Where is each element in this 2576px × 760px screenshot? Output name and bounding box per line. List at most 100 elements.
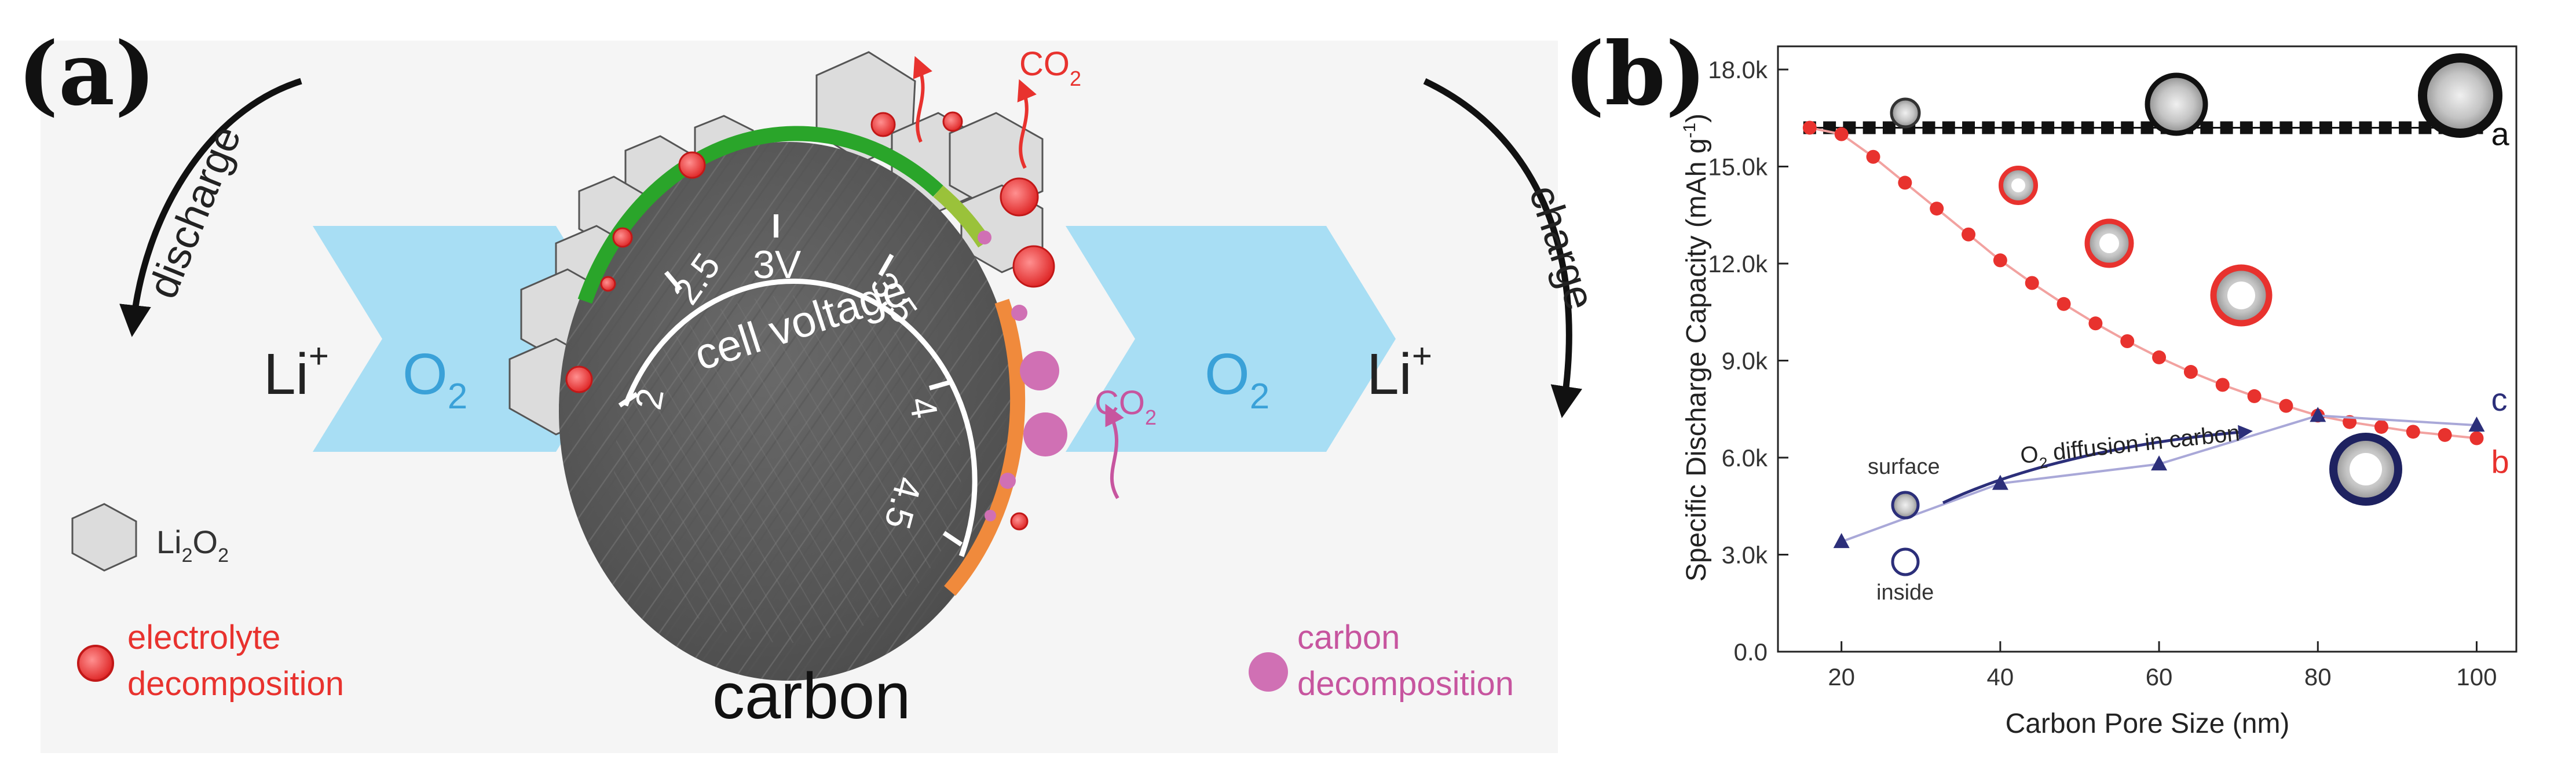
series-a-label: a <box>2491 116 2509 152</box>
electrolyte-dot <box>600 276 616 292</box>
pore-icon <box>1890 97 1921 129</box>
co2-wave-top-1 <box>913 56 932 143</box>
plot-frame <box>1777 45 2518 653</box>
carbon-dot <box>978 231 991 244</box>
electrolyte-dot <box>678 151 706 179</box>
series-b-point <box>2215 378 2230 392</box>
li-right-label: Li+ <box>1367 337 1432 407</box>
surface-label: surface <box>1868 455 1940 479</box>
series-c-point <box>2310 407 2326 422</box>
voltage-dial-ticks <box>618 214 963 547</box>
pore-icon-inner <box>2350 453 2382 485</box>
series-a-point <box>1863 121 1876 134</box>
series-a-point <box>2319 121 2332 134</box>
series-a-point <box>2299 121 2312 134</box>
x-tick-label: 40 <box>1987 663 2014 690</box>
pore-icons-a <box>1890 53 2502 138</box>
surface-icon <box>1891 491 1920 520</box>
series-a-point <box>1882 121 1896 134</box>
electrolyte-dot <box>1010 512 1029 531</box>
series-a-point <box>2001 121 2015 134</box>
series-b-point <box>2247 389 2262 403</box>
series-a-point <box>2081 121 2094 134</box>
right-arrow-band <box>1066 226 1396 452</box>
y-axis-ticks: 0.0 3.0k 6.0k 9.0k 12.0k 15.0k 18.0k <box>1708 56 1788 666</box>
electrolyte-dot <box>1012 245 1055 288</box>
series-a-point <box>2021 121 2035 134</box>
co2-mid-label: CO2 <box>1095 384 1157 429</box>
series-a-point <box>2101 121 2114 134</box>
x-tick-label: 60 <box>2146 663 2173 690</box>
y-tick-label: 18.0k <box>1708 56 1768 83</box>
o2-left-label: O2 <box>402 342 467 416</box>
electrolyte-dot <box>870 112 896 137</box>
series-b-point <box>2469 431 2484 445</box>
series-b-point <box>2438 427 2452 442</box>
y-axis-title: Specific Discharge Capacity (mAh g-1) <box>1680 114 1712 582</box>
series-c-point <box>1833 533 1850 549</box>
series-a-point <box>1982 121 1995 134</box>
y-tick-label: 9.0k <box>1722 348 1768 375</box>
series-a-point <box>2041 121 2055 134</box>
electrolyte-dot <box>1000 177 1039 217</box>
series-b-label: b <box>2491 444 2509 480</box>
series-a-point <box>2379 121 2392 134</box>
x-axis-title: Carbon Pore Size (nm) <box>2006 708 2290 739</box>
carbon-texture-2 <box>614 295 961 643</box>
diffusion-label: O2 diffusion in carbon <box>2019 420 2241 473</box>
y-tick-label: 12.0k <box>1708 250 1768 277</box>
li-left-label: Li+ <box>264 337 329 407</box>
legend-li2o2: Li2O2 <box>156 524 229 567</box>
discharge-arrow <box>119 78 302 337</box>
series-c-point <box>2151 455 2168 471</box>
series-b-point <box>2057 297 2071 311</box>
series-b-point <box>1834 127 1849 141</box>
series-a-point <box>2339 121 2352 134</box>
series-b-point <box>1962 227 1976 242</box>
x-tick-label: 100 <box>2456 663 2497 690</box>
electrolyte-dot <box>942 111 963 132</box>
series-a-point <box>2260 121 2273 134</box>
series-a-point <box>2359 121 2372 134</box>
series-a-point <box>2200 121 2213 134</box>
o2-right-label: O2 <box>1205 342 1269 416</box>
carbon-decomp-dots <box>978 231 1067 521</box>
series-a-point <box>2140 121 2154 134</box>
y-tick-label: 3.0k <box>1722 542 1768 569</box>
carbon-dot <box>985 510 996 521</box>
series-b-line <box>1809 126 2477 440</box>
pore-icon <box>2418 53 2502 138</box>
y-tick-label: 15.0k <box>1708 154 1768 181</box>
co2-wave-mid <box>1105 404 1124 499</box>
series-a-point <box>1922 121 1935 134</box>
pore-icons-b <box>1999 166 2273 327</box>
pore-icon-inner <box>2011 178 2025 192</box>
co2-top-label: CO2 <box>1019 45 1081 90</box>
series-b-point <box>2279 399 2293 413</box>
pore-icon <box>2145 72 2208 136</box>
series-a-point <box>1942 121 1955 134</box>
carbon-dot <box>1000 473 1016 489</box>
panel-a: (a) Li+ Li+ O2 O2 discharge charge <box>17 23 1604 753</box>
series-b-point <box>2088 316 2103 331</box>
y-tick-label: 6.0k <box>1722 444 1768 472</box>
panel-a-tag: (a) <box>17 23 156 125</box>
series-c-point <box>1992 474 2008 490</box>
y-tick-label: 0.0 <box>1734 638 1768 666</box>
dial-tick-3v: 3V <box>753 243 802 287</box>
charge-arrow <box>1423 78 1583 418</box>
series-b-point <box>2025 276 2039 290</box>
carbon-label: carbon <box>712 660 910 732</box>
legend-electrolyte-line1: electrolyte <box>127 619 280 656</box>
legend-electrolyte-line2: decomposition <box>127 665 344 703</box>
series-a-point <box>2220 121 2233 134</box>
carbon-dot <box>1020 351 1059 390</box>
legend-carbon-line1: carbon <box>1297 619 1400 656</box>
series-b-point <box>2120 334 2135 348</box>
series-b-point <box>2152 350 2167 364</box>
series-a-point <box>2121 121 2134 134</box>
legend-hexagon-icon <box>71 503 137 572</box>
series-a-point <box>2240 121 2253 134</box>
inside-icon <box>1891 547 1920 576</box>
series-c-point <box>2468 416 2485 432</box>
